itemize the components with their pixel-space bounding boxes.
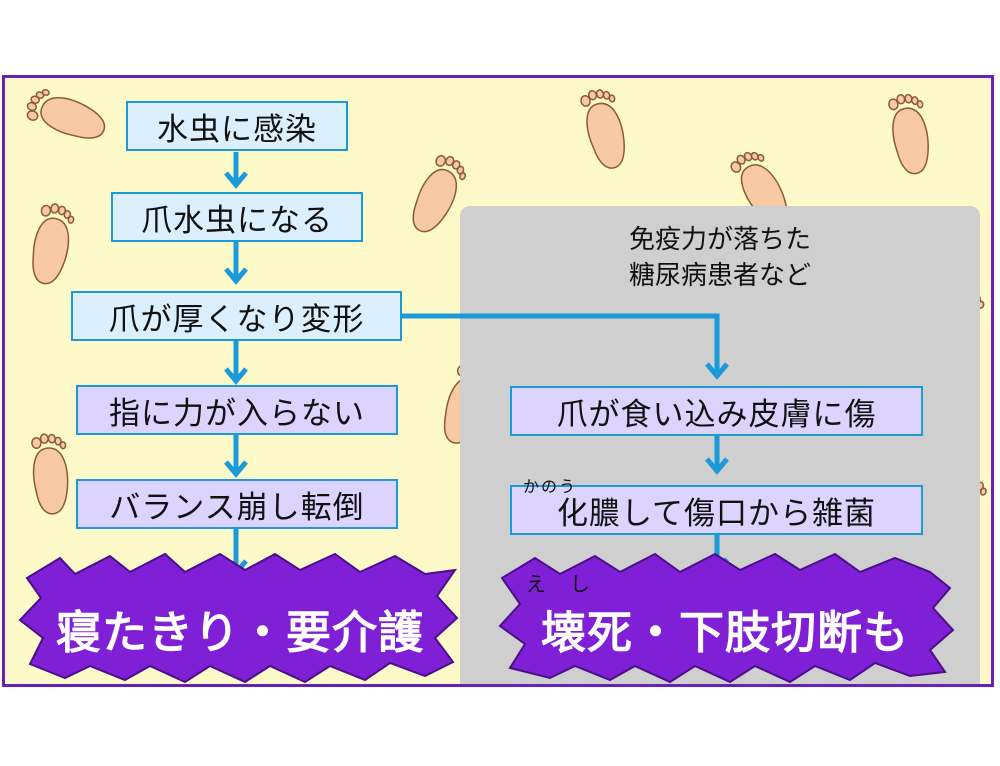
step-label: 爪が食い込み皮膚に傷 [556, 396, 877, 433]
step-nail-fungus: 爪水虫になる [111, 192, 363, 242]
step-label: 指に力が入らない [109, 395, 365, 432]
step-label: 水虫に感染 [157, 111, 317, 148]
burst-bedridden [18, 552, 459, 684]
step-fall: バランス崩し転倒 [76, 479, 398, 529]
step-weak-toes: 指に力が入らない [76, 385, 398, 435]
outcome-amputation: 壊死・下肢切断も [540, 605, 909, 659]
burst-amputation [498, 552, 955, 684]
step-label: 爪水虫になる [141, 202, 333, 239]
step-label: 爪が厚くなり変形 [108, 301, 365, 338]
outcome-bedridden: 寝たきり・要介護 [55, 605, 424, 659]
ruby-e: え [526, 572, 548, 596]
step-label: 化膿して傷口から雑菌 [556, 495, 877, 532]
step-infected: 水虫に感染 [126, 101, 348, 151]
outcome-bursts [18, 552, 955, 684]
step-nail-deformed: 爪が厚くなり変形 [71, 291, 402, 341]
note-line-2: 糖尿病患者など [628, 261, 811, 291]
step-label: バランス崩し転倒 [109, 489, 365, 526]
ruby-shi: し [570, 572, 592, 596]
step-skin-wound: 爪が食い込み皮膚に傷 [510, 386, 923, 436]
ruby-kanou: かのう [523, 477, 578, 496]
at-risk-group-note: 免疫力が落ちた 糖尿病患者など [595, 222, 845, 294]
note-line-1: 免疫力が落ちた [628, 225, 811, 255]
arrow-branch [402, 313, 720, 373]
step-infection: 化膿して傷口から雑菌 [510, 485, 923, 535]
diagram-frame: 免疫力が落ちた 糖尿病患者など 水虫に感染 爪水虫になる [2, 75, 994, 687]
